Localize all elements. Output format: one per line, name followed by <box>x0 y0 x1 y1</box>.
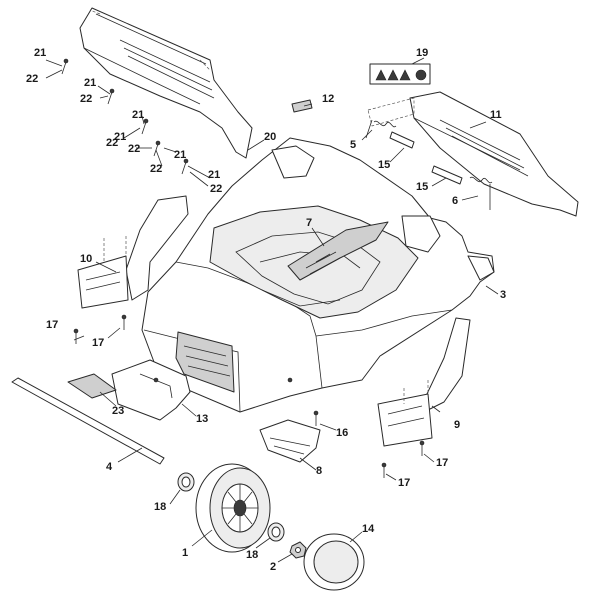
part-4-axle <box>11 377 165 465</box>
callout-20: 20 <box>264 131 276 143</box>
callout-12: 12 <box>322 93 334 105</box>
part-20-rear-flap <box>79 7 253 159</box>
callout-21-d: 21 <box>114 131 126 143</box>
part-6-spring <box>469 176 493 210</box>
callout-3: 3 <box>500 289 506 301</box>
callout-21-c: 21 <box>132 109 144 121</box>
callout-17-b: 17 <box>92 337 104 349</box>
callout-6: 6 <box>452 195 458 207</box>
part-2-nut <box>289 541 307 559</box>
part-7-bracket <box>287 221 389 281</box>
part-15-pin-upper <box>389 131 415 149</box>
screw-set <box>61 58 425 478</box>
callout-7: 7 <box>306 217 312 229</box>
callout-18-left: 18 <box>154 501 166 513</box>
part-1-wheel <box>195 463 271 553</box>
callout-2: 2 <box>270 561 276 573</box>
spring-icon <box>373 120 397 128</box>
part-8-height-adjuster <box>259 419 321 463</box>
callout-23: 23 <box>112 405 124 417</box>
callout-15-upper: 15 <box>378 159 390 171</box>
callout-15-lower: 15 <box>416 181 428 193</box>
callout-14: 14 <box>362 523 375 535</box>
part-10-left-bracket <box>77 195 189 309</box>
part-19-warning-label <box>367 63 431 127</box>
callout-16: 16 <box>336 427 348 439</box>
callout-22-d: 22 <box>128 143 140 155</box>
leader-lines <box>45 57 499 563</box>
part-23-plate <box>67 373 117 399</box>
callout-11: 11 <box>490 109 502 121</box>
callout-22-a: 22 <box>26 73 38 85</box>
part-13-deflector <box>111 359 191 421</box>
part-18-bushing-left <box>177 472 195 492</box>
callout-17-a: 17 <box>46 319 58 331</box>
callout-17-c: 17 <box>436 457 448 469</box>
part-12-decal <box>291 99 313 113</box>
callout-17-d: 17 <box>398 477 410 489</box>
screw-icon <box>61 58 425 478</box>
part-9-right-bracket <box>377 317 471 447</box>
callout-19: 19 <box>416 47 428 59</box>
callout-4: 4 <box>106 461 113 473</box>
part-3-mower-deck <box>141 137 495 413</box>
callout-labels: 20 3 7 10 9 11 12 19 5 15 15 6 23 13 4 1… <box>26 47 506 573</box>
callout-22-e: 22 <box>150 163 162 175</box>
callout-13: 13 <box>196 413 208 425</box>
part-14-hubcap <box>303 533 365 591</box>
decal-icon <box>291 99 313 113</box>
callout-10: 10 <box>80 253 92 265</box>
wheel-icon <box>195 463 271 553</box>
callout-18-right: 18 <box>246 549 258 561</box>
part-18-bushing-right <box>267 522 285 542</box>
callout-8: 8 <box>316 465 322 477</box>
callout-21-a: 21 <box>34 47 46 59</box>
callout-22-b: 22 <box>80 93 92 105</box>
callout-1: 1 <box>182 547 188 559</box>
callout-22-c: 22 <box>106 137 118 149</box>
part-11-side-flap <box>409 91 579 217</box>
spring-icon <box>469 176 493 184</box>
callout-22-f: 22 <box>210 183 222 195</box>
callout-21-e: 21 <box>174 149 186 161</box>
callout-21-b: 21 <box>84 77 96 89</box>
callout-5: 5 <box>350 139 356 151</box>
callout-9: 9 <box>454 419 460 431</box>
callout-21-f: 21 <box>208 169 220 181</box>
warning-label-icon <box>375 69 427 81</box>
part-15-pin-lower <box>431 165 463 185</box>
